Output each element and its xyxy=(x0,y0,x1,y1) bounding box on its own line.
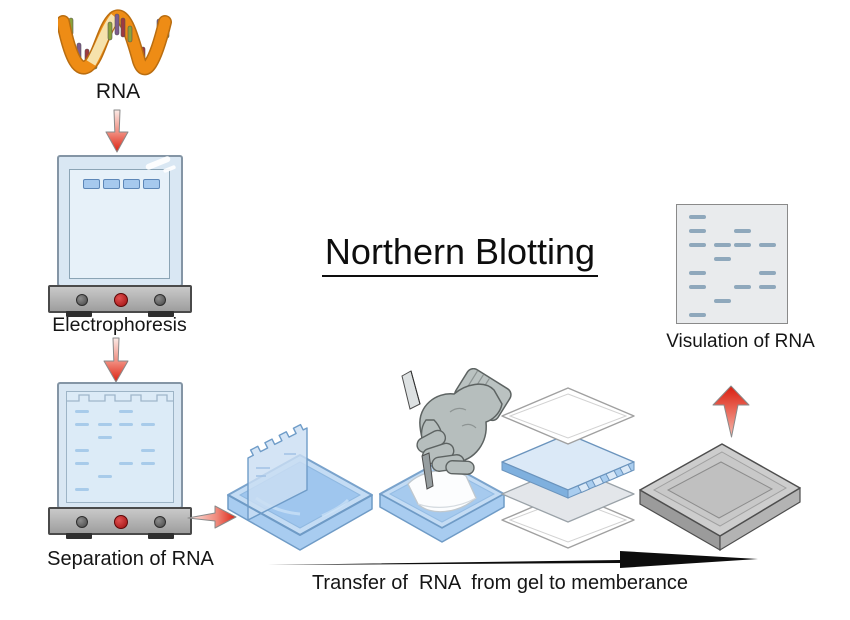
arrow-down-icon xyxy=(105,109,129,153)
gel-band xyxy=(98,423,112,426)
gel-band xyxy=(689,215,706,219)
diagram-title: Northern Blotting xyxy=(300,231,620,277)
foot xyxy=(148,311,174,317)
separation-label: Separation of RNA xyxy=(47,548,214,570)
knob-icon xyxy=(76,516,88,528)
knob-icon xyxy=(154,294,166,306)
gel-band xyxy=(119,410,133,413)
gel-band xyxy=(98,436,112,439)
gel-band xyxy=(734,229,751,233)
gel-tank xyxy=(57,382,183,509)
foot xyxy=(148,533,174,539)
gel-band xyxy=(714,243,731,247)
visualization-label: Visulation of RNA xyxy=(666,331,815,352)
gloved-hand-with-scalpel-icon xyxy=(401,368,512,490)
arrow-up-icon xyxy=(712,385,750,438)
electrophoresis-apparatus xyxy=(48,152,192,324)
gel-band xyxy=(141,423,155,426)
gel-panel xyxy=(69,169,170,279)
gel-band xyxy=(759,243,776,247)
rna-helix-icon xyxy=(58,9,172,76)
blot-sandwich-stack xyxy=(501,387,635,549)
gel-band xyxy=(141,462,155,465)
scalpel-icon xyxy=(421,452,434,490)
separation-gel xyxy=(66,391,174,503)
gel-tank xyxy=(57,155,183,287)
visualized-membrane xyxy=(676,204,788,324)
knob-icon xyxy=(154,516,166,528)
gel-band xyxy=(98,475,112,478)
blotting-cassette xyxy=(639,443,801,552)
rna-label: RNA xyxy=(95,80,141,103)
gel-band xyxy=(75,449,89,452)
gel-band xyxy=(141,449,155,452)
sample-well xyxy=(143,179,160,189)
gel-band xyxy=(734,243,751,247)
separation-apparatus xyxy=(48,380,192,550)
foot xyxy=(66,533,92,539)
gel-band xyxy=(714,299,731,303)
gel-band xyxy=(689,229,706,233)
sample-well xyxy=(83,179,100,189)
gel-band xyxy=(75,488,89,491)
transfer-tray-with-gel xyxy=(227,423,373,551)
gel-band xyxy=(759,285,776,289)
gel-band xyxy=(689,285,706,289)
transfer-caption: Transfer of RNA from gel to memberance xyxy=(311,572,689,594)
gel-band xyxy=(75,423,89,426)
sample-well xyxy=(123,179,140,189)
sample-well xyxy=(103,179,120,189)
gel-band xyxy=(734,285,751,289)
power-base xyxy=(48,507,192,539)
power-base xyxy=(48,285,192,317)
knob-icon xyxy=(76,294,88,306)
gel-band xyxy=(75,410,89,413)
gel-band xyxy=(119,462,133,465)
gel-band xyxy=(759,271,776,275)
red-knob-icon xyxy=(114,515,128,529)
foot xyxy=(66,311,92,317)
gel-band xyxy=(119,423,133,426)
electrophoresis-label: Electrophoresis xyxy=(52,314,187,336)
gel-band xyxy=(75,462,89,465)
red-knob-icon xyxy=(114,293,128,307)
arrow-down-icon xyxy=(103,337,129,383)
gel-band xyxy=(689,271,706,275)
transfer-arrow xyxy=(268,551,758,568)
membrane-tray xyxy=(379,459,505,543)
gel-band xyxy=(689,313,706,317)
gel-comb-edge xyxy=(67,394,173,402)
arrow-right-icon xyxy=(187,505,237,529)
gel-band xyxy=(714,257,731,261)
gel-slab xyxy=(247,423,308,521)
gel-band xyxy=(689,243,706,247)
